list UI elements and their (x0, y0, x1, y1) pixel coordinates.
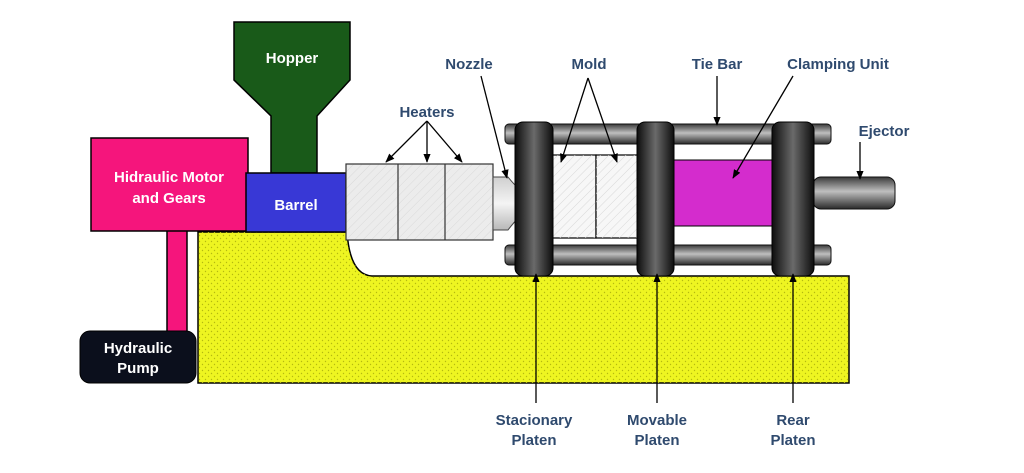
hydraulic-motor-label-line1: Hidraulic Motor (114, 169, 224, 186)
movable-platen (636, 121, 675, 277)
rear-platen (771, 121, 815, 277)
hydraulic-motor-block (90, 137, 249, 232)
clamping-unit-label: Clamping Unit (787, 56, 889, 73)
hydraulic-motor-label-line2: and Gears (132, 190, 205, 207)
movable-platen-label-line2: Platen (634, 432, 679, 449)
nozzle-label: Nozzle (445, 56, 493, 73)
rear-platen-label-line1: Rear (776, 412, 810, 429)
hydraulic-pump-label-line2: Pump (117, 360, 159, 377)
heater-bands (345, 163, 494, 241)
tie-bar-label: Tie Bar (692, 56, 743, 73)
mold-halves (550, 154, 640, 239)
leader-lines (385, 75, 864, 403)
barrel-label: Barrel (274, 197, 317, 214)
hydraulic-pump-label-line1: Hydraulic (104, 340, 172, 357)
mold-label: Mold (572, 56, 607, 73)
hopper-shape (233, 21, 351, 174)
hydraulic-pump-block (79, 330, 197, 384)
ejector-label: Ejector (859, 123, 910, 140)
ejector-rod (812, 176, 896, 210)
clamping-unit-block (668, 159, 778, 227)
heaters-label: Heaters (399, 104, 454, 121)
stationary-platen-label-line2: Platen (511, 432, 556, 449)
movable-platen-label-line1: Movable (627, 412, 687, 429)
stationary-platen-label-line1: Stacionary (496, 412, 573, 429)
machine-base-texture (198, 232, 849, 383)
hopper-label: Hopper (266, 50, 319, 67)
rear-platen-label-line2: Platen (770, 432, 815, 449)
hydraulic-motor-stem (166, 229, 188, 336)
